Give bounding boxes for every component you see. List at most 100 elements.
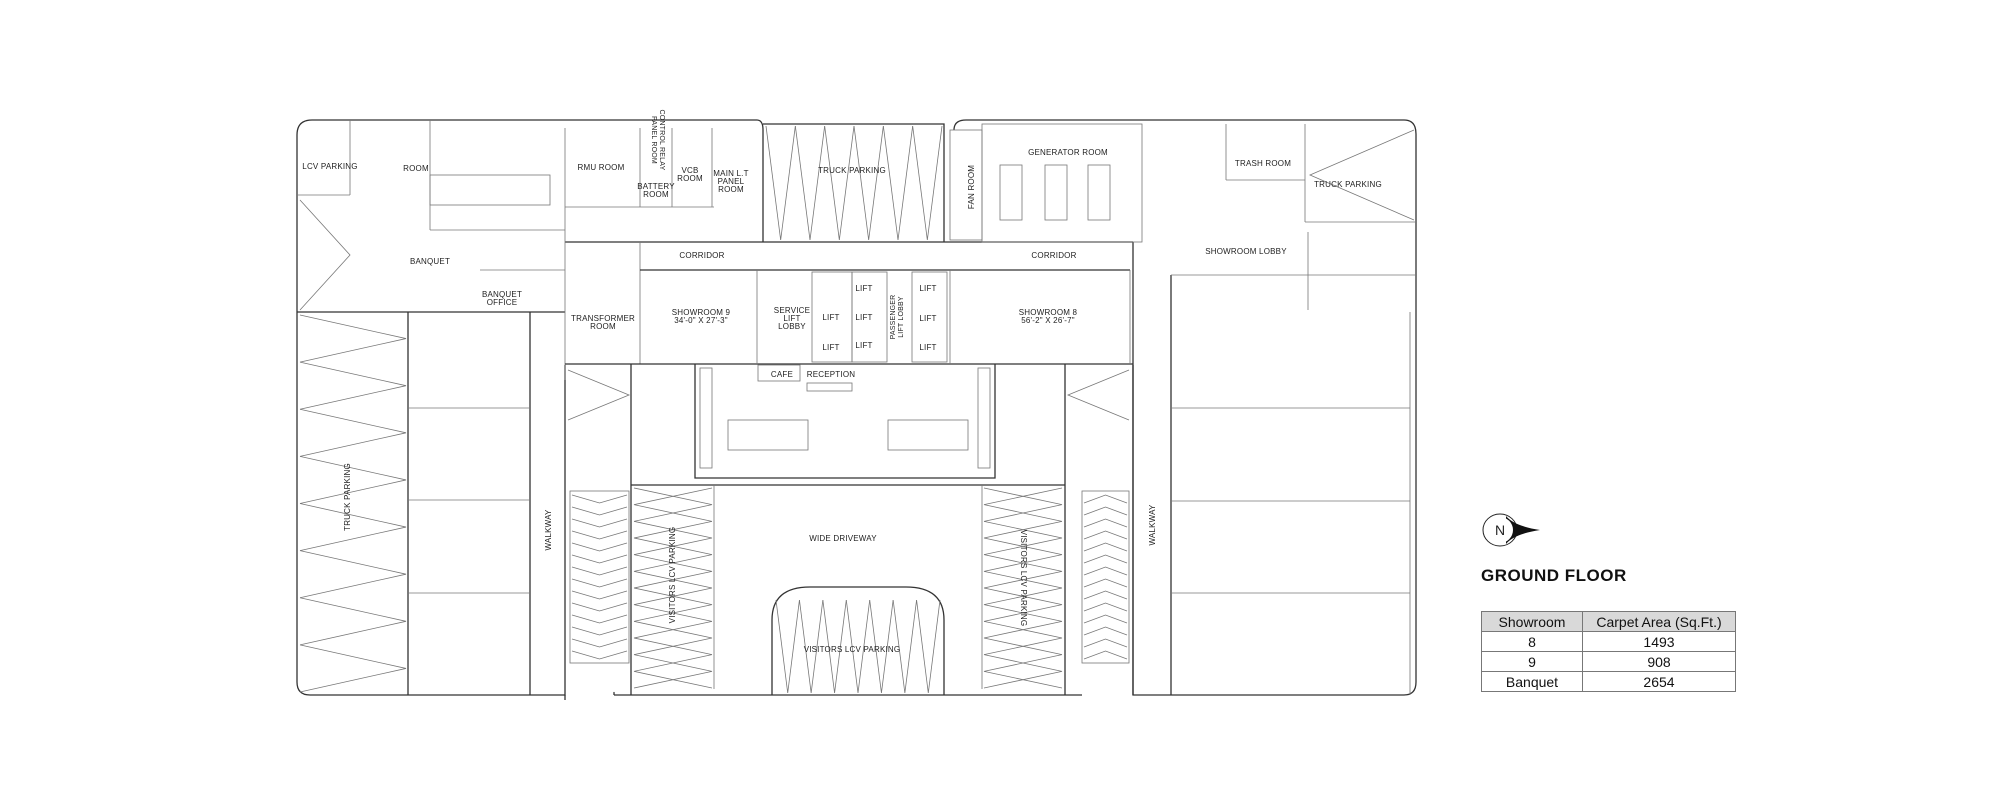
label-reception: RECEPTION (807, 370, 855, 379)
parking-stall (824, 125, 855, 241)
header-showroom: Showroom (1481, 611, 1583, 632)
ramp-chevron (1083, 590, 1128, 600)
ramp-chevron (1083, 554, 1128, 564)
label-lift: LIFT (822, 343, 839, 352)
label-battery: BATTERY (637, 182, 675, 191)
parking-stall (983, 654, 1063, 689)
parking-stall (299, 455, 407, 504)
label-vcb-room: ROOM (677, 174, 703, 183)
parking-stall (912, 125, 943, 241)
label-passenger: PASSENGER (890, 295, 897, 340)
ramp-chevron (571, 542, 628, 552)
cell-showroom: 9 (1481, 651, 1583, 672)
parking-stall (845, 599, 871, 694)
ramp-chevron (571, 578, 628, 588)
ramp-chevron (1083, 614, 1128, 624)
label-cafe: CAFE (771, 370, 793, 379)
parking-stall (633, 620, 713, 656)
label-banquet-office: BANQUET (482, 290, 522, 299)
ramp-chevron (571, 506, 628, 516)
ramp-chevron (1083, 530, 1128, 540)
ramp-chevron (1083, 626, 1128, 636)
label-truck-parking-top: TRUCK PARKING (818, 166, 886, 175)
parking-stall (983, 620, 1063, 656)
ramp-chevron (1083, 578, 1128, 588)
label-service-lift: LIFT (783, 314, 800, 323)
label-lift: LIFT (919, 343, 936, 352)
ramp-chevron (571, 650, 628, 660)
compass-label: N (1495, 522, 1505, 538)
cell-showroom: Banquet (1481, 671, 1583, 692)
walls (296, 119, 1417, 700)
parking-stalls (299, 125, 1415, 694)
parking-stall (983, 620, 1063, 656)
parking-stall (299, 503, 407, 552)
ramp-chevron (571, 602, 628, 612)
parking-stall (892, 599, 917, 694)
label-walkway-right: WALKWAY (1148, 504, 1157, 546)
parking-stall (794, 125, 826, 241)
ramp-chevron (1083, 650, 1128, 660)
label-banquet-office-2: OFFICE (487, 298, 518, 307)
label-panel-room: PANEL ROOM (650, 116, 657, 164)
parking-stall (983, 487, 1063, 522)
ramp-chevron (1083, 542, 1128, 552)
label-lift: LIFT (855, 313, 872, 322)
north-compass-icon: N (1482, 513, 1540, 547)
ramp-chevron (571, 638, 628, 648)
parking-stall (822, 599, 847, 694)
header-carpet-area: Carpet Area (Sq.Ft.) (1582, 611, 1736, 632)
label-lift: LIFT (855, 284, 872, 293)
parking-stall (299, 597, 407, 646)
label-main-lt-panel: PANEL (718, 177, 745, 186)
label-main-lt-room: ROOM (718, 185, 744, 194)
label-service-lobby: LOBBY (778, 322, 806, 331)
label-truck-parking-right: TRUCK PARKING (1314, 180, 1382, 189)
label-room: ROOM (403, 164, 429, 173)
ramp-chevron (571, 494, 628, 504)
parking-stall (633, 520, 713, 556)
label-battery-room: ROOM (643, 190, 669, 199)
ramp-chevron (571, 518, 628, 528)
ramp-chevron (571, 530, 628, 540)
label-lift: LIFT (822, 313, 839, 322)
label-rmu-room: RMU ROOM (578, 163, 625, 172)
parking-stall (869, 599, 894, 694)
label-showroom-9-dim: 34'-0" X 27'-3" (674, 316, 728, 325)
ramp-chevron (1083, 566, 1128, 576)
label-visitors-lcv-center: VISITORS LCV PARKING (804, 645, 901, 654)
parking-stall (775, 599, 800, 694)
label-showroom-lobby: SHOWROOM LOBBY (1205, 247, 1287, 256)
ramp-chevron (571, 590, 628, 600)
label-transformer: TRANSFORMER (571, 314, 635, 323)
label-corridor-left: CORRIDOR (679, 251, 724, 260)
parking-stall (299, 550, 407, 599)
parking-stall (983, 554, 1063, 589)
parking-stall (633, 520, 713, 556)
parking-stall (299, 361, 407, 410)
parking-stall (633, 587, 713, 622)
label-corridor-right: CORRIDOR (1031, 251, 1076, 260)
cell-area: 1493 (1582, 631, 1736, 652)
label-vcb: VCB (681, 166, 698, 175)
parking-stall (633, 554, 713, 589)
label-transformer-room: ROOM (590, 322, 616, 331)
parking-stall (983, 654, 1063, 689)
ramp-chevron (571, 554, 628, 564)
ramp-chevron (1083, 506, 1128, 516)
parking-stall (1308, 129, 1415, 221)
ramp-chevron (571, 566, 628, 576)
ramp-chevron (571, 626, 628, 636)
parking-stall (983, 587, 1063, 622)
label-control-relay: CONTROL RELAY (658, 110, 665, 171)
cell-showroom: 8 (1481, 631, 1583, 652)
parking-stall (799, 599, 824, 694)
label-lcv-parking: LCV PARKING (302, 162, 357, 171)
label-lift: LIFT (919, 314, 936, 323)
parking-stall (633, 654, 713, 689)
ramp-chevron (1083, 518, 1128, 528)
